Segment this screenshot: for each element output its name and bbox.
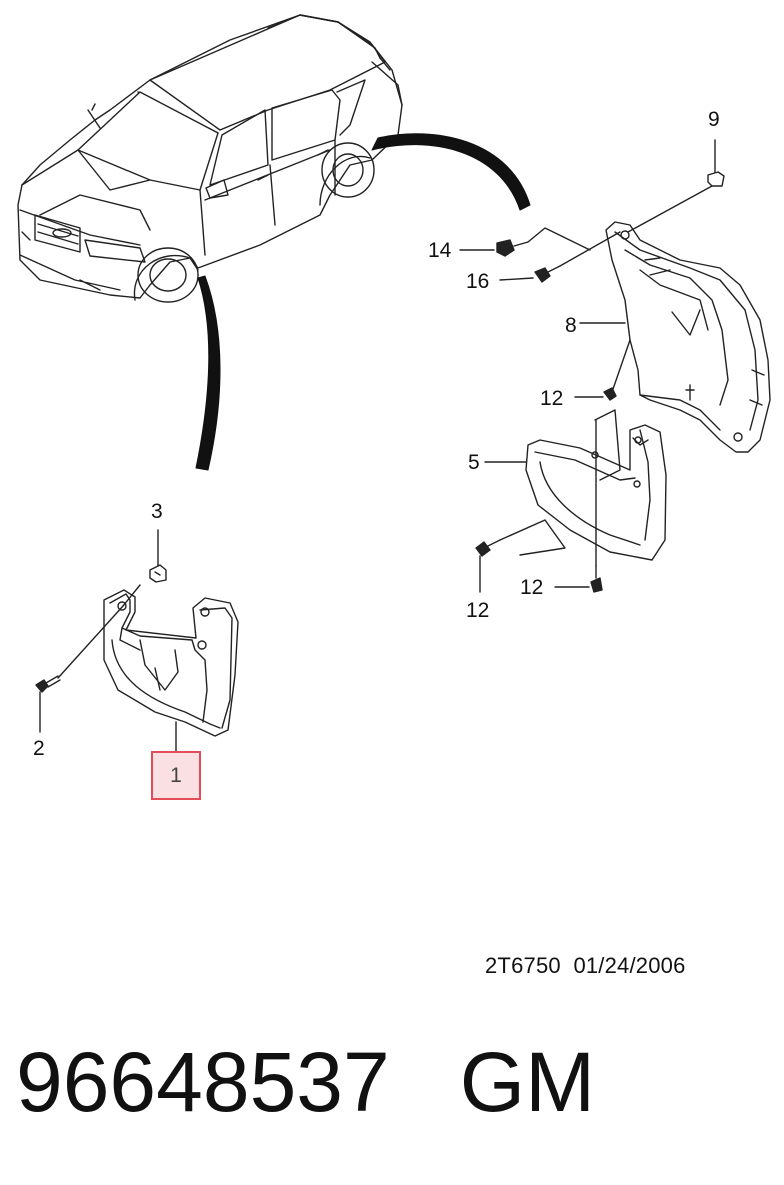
callout-9: 9 [708, 108, 720, 131]
callout-2: 2 [33, 737, 45, 760]
callout-16: 16 [466, 270, 490, 293]
mudflap-front [103, 589, 239, 737]
screw-12-upper [603, 387, 617, 401]
callout-12-bottom: 12 [520, 576, 544, 599]
wheel-liner-rear [605, 221, 771, 453]
callout-8: 8 [565, 314, 577, 337]
callout-1-highlighted[interactable]: 1 [151, 751, 201, 800]
screw-12-bottom [590, 565, 603, 593]
drawing-reference: 2T6750 01/24/2006 [485, 953, 686, 978]
clip-3 [149, 564, 167, 583]
car-illustration [17, 14, 403, 303]
callout-3: 3 [151, 500, 163, 523]
screw-12-left [475, 539, 501, 557]
callout-1-label: 1 [170, 763, 182, 787]
callout-arrow-front [195, 275, 221, 471]
clip-9 [707, 171, 725, 187]
screw-2 [35, 675, 61, 693]
callout-14: 14 [428, 239, 452, 262]
callout-12-upper: 12 [540, 387, 564, 410]
callout-5: 5 [468, 451, 480, 474]
part-number: 96648537 GM [16, 1035, 596, 1129]
bolt-16 [534, 265, 561, 283]
push-pin-14 [496, 239, 529, 257]
callout-arrow-rear [371, 133, 531, 211]
callout-12-left: 12 [466, 599, 490, 622]
